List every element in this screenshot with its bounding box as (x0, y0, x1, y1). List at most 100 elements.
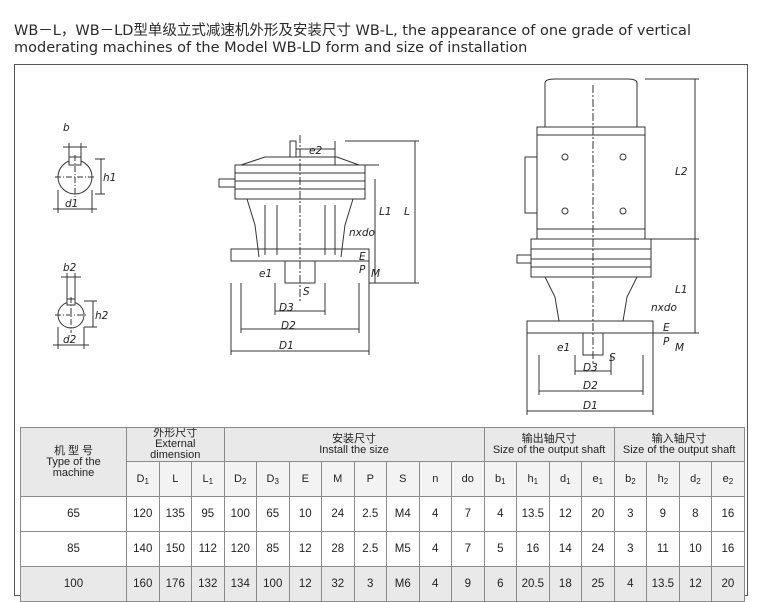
header-group-output-shaft: 输出轴尺寸 Size of the output shaft (483, 427, 615, 462)
label-d2: d2 (63, 334, 77, 346)
table-cell: 25 (581, 566, 615, 602)
table-cell: 100 (256, 566, 290, 602)
column-header: e1 (581, 461, 615, 497)
label-d2-motor: D2 (583, 380, 598, 392)
table-cell: 12 (678, 566, 713, 602)
table-cell: 12 (548, 496, 583, 532)
table-cell: 150 (158, 531, 192, 567)
header-group-external: 外形尺寸 External dimension (126, 427, 225, 462)
table-cell: 24 (321, 496, 355, 532)
label-s-motor: S (609, 352, 616, 364)
model-cell: 100 (20, 566, 127, 602)
label-b2: b2 (63, 262, 77, 274)
table-cell: 140 (126, 531, 160, 567)
label-h2: h2 (95, 310, 109, 322)
table-cell: 12 (288, 531, 322, 567)
table-cell: 4 (483, 496, 518, 532)
header-machine-type: 机 型 号 Type of the machine (20, 427, 127, 497)
label-d1-motor: D1 (583, 400, 598, 412)
header-group-install: 安装尺寸 Install the size (223, 427, 485, 462)
table-cell: 120 (126, 496, 160, 532)
label-l1: L1 (379, 206, 392, 218)
table-cell: 20.5 (516, 566, 550, 602)
label-d3-motor: D3 (583, 362, 598, 374)
table-cell: 7 (451, 496, 485, 532)
label-d3: D3 (279, 302, 294, 314)
table-cell: 10 (288, 496, 322, 532)
label-p: P (359, 264, 366, 276)
table-cell: 5 (483, 531, 518, 567)
column-header: d2 (678, 461, 713, 497)
table-cell: 176 (158, 566, 192, 602)
table-cell: 4 (613, 566, 648, 602)
table-cell: M4 (386, 496, 420, 532)
column-header: M (321, 461, 355, 497)
reducer-wb-l-drawing (218, 135, 419, 355)
table-cell: 14 (548, 531, 583, 567)
label-nxdo: nxdo (349, 227, 375, 239)
label-l1-motor: L1 (675, 284, 688, 296)
table-cell: 112 (191, 531, 225, 567)
column-header: do (451, 461, 485, 497)
label-d1: d1 (65, 198, 78, 210)
table-cell: 9 (451, 566, 485, 602)
label-e2: e2 (309, 145, 322, 157)
label-b: b (63, 122, 70, 134)
table-cell: 132 (191, 566, 225, 602)
motor-reducer-wb-ld-drawing (516, 78, 699, 415)
table-cell: 7 (451, 531, 485, 567)
label-l2: L2 (675, 166, 688, 178)
table-cell: M5 (386, 531, 420, 567)
drawing-labels: b h1 d1 b2 h2 d2 e2 L1 L nxdo E P M e1 S… (63, 122, 688, 412)
table-cell: 12 (288, 566, 322, 602)
table-cell: 16 (711, 531, 745, 567)
table-cell: 100 (223, 496, 257, 532)
column-header: b1 (483, 461, 518, 497)
label-e1-motor: e1 (557, 342, 570, 354)
table-cell: 134 (223, 566, 257, 602)
content-frame: b h1 d1 b2 h2 d2 e2 L1 L nxdo E P M e1 S… (14, 64, 748, 602)
table-cell: 10 (678, 531, 713, 567)
label-d2-dim: D2 (281, 320, 296, 332)
column-header: d1 (548, 461, 583, 497)
table-cell: M6 (386, 566, 420, 602)
table-cell: 120 (223, 531, 257, 567)
table-cell: 8 (678, 496, 713, 532)
table-cell: 13.5 (516, 496, 550, 532)
table-cell: 4 (418, 496, 452, 532)
label-h1: h1 (103, 172, 116, 184)
table-cell: 160 (126, 566, 160, 602)
column-header: P (353, 461, 387, 497)
model-cell: 65 (20, 496, 127, 532)
table-cell: 2.5 (353, 496, 387, 532)
table-cell: 32 (321, 566, 355, 602)
column-header: D1 (126, 461, 160, 497)
table-cell: 4 (418, 531, 452, 567)
table-cell: 28 (321, 531, 355, 567)
table-cell: 11 (646, 531, 680, 567)
label-e-motor: E (663, 322, 670, 334)
label-e1: e1 (259, 268, 272, 280)
page-title-line-1: WB－L，WB－LD型单级立式减速机外形及安装尺寸 WB-L, the appe… (14, 23, 691, 39)
table-cell: 135 (158, 496, 192, 532)
column-header: L1 (191, 461, 225, 497)
label-l: L (404, 206, 410, 218)
table-cell: 20 (581, 496, 615, 532)
table-cell: 3 (353, 566, 387, 602)
column-header: e2 (711, 461, 745, 497)
page-title-line-2: moderating machines of the Model WB-LD f… (14, 40, 528, 56)
table-cell: 16 (711, 496, 745, 532)
column-header: L (158, 461, 192, 497)
model-cell: 85 (20, 531, 127, 567)
shaft-section-2 (53, 273, 97, 349)
column-header: h2 (646, 461, 680, 497)
table-cell: 2.5 (353, 531, 387, 567)
label-e: E (359, 251, 366, 263)
label-p-motor: P (663, 336, 670, 348)
table-cell: 18 (548, 566, 583, 602)
